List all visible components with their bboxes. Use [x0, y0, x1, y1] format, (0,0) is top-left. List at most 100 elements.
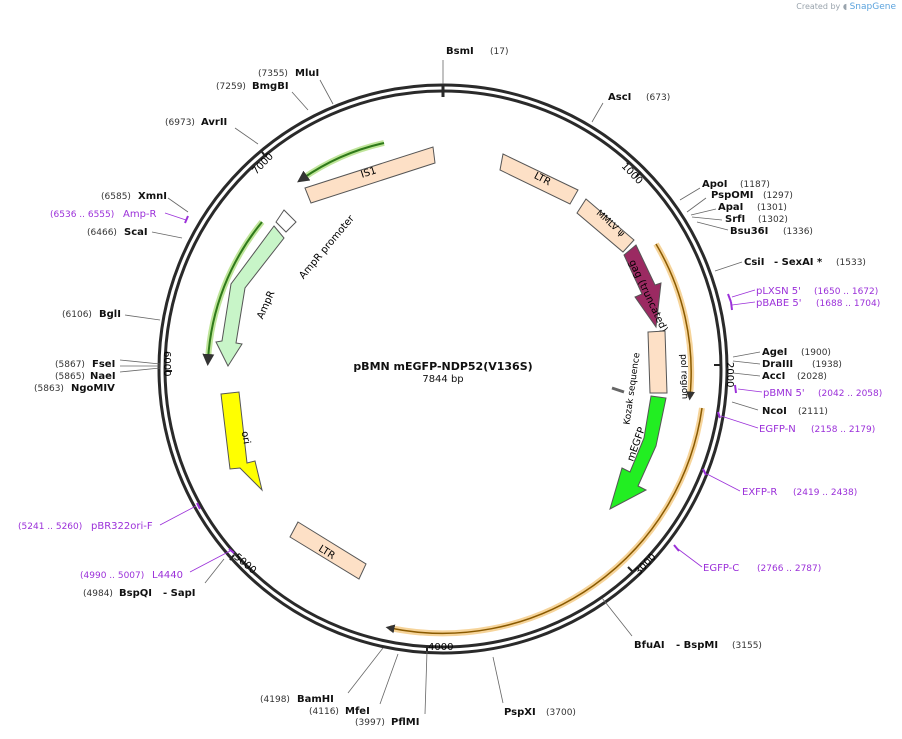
leader-mfei: [379, 653, 399, 705]
site-fsei-pos: (5867): [55, 360, 85, 370]
feature-mmlv-psi[interactable]: [576, 198, 635, 253]
feature-ampr[interactable]: [215, 225, 285, 368]
leader-ngomiv: [119, 367, 161, 373]
tick-label-4000: 4000: [428, 642, 453, 653]
site-bfuai-name: BfuAI: [634, 640, 665, 651]
feature-label-ori: ori: [239, 430, 252, 445]
primer-pbabe-range: (1688 .. 1704): [816, 299, 880, 309]
leader-l4440: [189, 550, 231, 573]
leader-ncoi: [731, 401, 759, 411]
site-apoi-name: ApoI: [702, 179, 728, 190]
primer-egfp-c-name: EGFP-C: [703, 563, 739, 574]
leader-pflmi: [424, 650, 428, 715]
site-acci-name: AccI: [762, 371, 785, 382]
site-bsu36i-pos: (1336): [783, 227, 813, 237]
feature-ori[interactable]: [220, 391, 263, 492]
tick-7000: [261, 151, 267, 158]
site-labels: BsmI (17) AscI (673) ApoI (1187) PspOMI …: [34, 46, 866, 728]
primer-mark-ampr: [184, 215, 189, 224]
credit-text: Created by: [796, 2, 841, 11]
primer-mark-plxsn: [727, 293, 732, 303]
site-naei-name: NaeI: [90, 371, 116, 382]
leader-plxsn: [731, 289, 756, 298]
site-acci-pos: (2028): [797, 372, 827, 382]
leader-bfuai: [601, 597, 633, 637]
arc-is1: [297, 142, 385, 183]
leader-agei: [732, 351, 761, 358]
site-draiii-pos: (1938): [812, 360, 842, 370]
leader-ampr-primer: [164, 212, 187, 221]
site-pspxi-pos: (3700): [546, 708, 576, 718]
tick-3000: [627, 566, 634, 573]
feature-label-ampr: AmpR: [255, 289, 277, 321]
leader-avrii: [234, 127, 259, 145]
region-arcs: [202, 140, 705, 637]
site-bamhi-pos: (4198): [260, 695, 290, 705]
tick-5000: [229, 554, 235, 561]
tick-1000: [635, 171, 642, 178]
site-ngomiv-name: NgoMIV: [71, 383, 115, 394]
site-pflmi-pos: (3997): [355, 718, 385, 728]
feature-kozak[interactable]: [611, 386, 625, 394]
primer-pbr322-range: (5241 .. 5260): [18, 522, 82, 532]
feature-pol-region[interactable]: [647, 330, 668, 394]
site-agei-name: AgeI: [762, 347, 787, 358]
primer-pbmn-range: (2042 .. 2058): [818, 389, 882, 399]
site-bspqi-name: BspQI: [119, 588, 152, 599]
primer-ampr-range: (6536 .. 6555): [50, 210, 114, 220]
site-srfi-name: SrfI: [725, 214, 745, 225]
leader-bgli: [124, 314, 161, 321]
site-bgli-pos: (6106): [62, 310, 92, 320]
site-bspmi-name: - BspMI: [676, 640, 718, 651]
site-mfei-pos: (4116): [309, 707, 339, 717]
site-sapi-name: - SapI: [163, 588, 195, 599]
plasmid-length: 7844 bp: [422, 374, 463, 385]
primer-plxsn-range: (1650 .. 1672): [814, 287, 878, 297]
site-bfuai-pos: (3155): [732, 641, 762, 651]
site-ncoi-pos: (2111): [798, 407, 828, 417]
leader-egfp-c: [677, 548, 703, 568]
feature-megfp[interactable]: [609, 395, 667, 510]
site-bsmi-name: BsmI: [446, 46, 474, 57]
primer-exfp-r-name: EXFP-R: [742, 487, 777, 498]
site-apai-name: ApaI: [718, 202, 743, 213]
leader-pbmn: [737, 388, 763, 393]
feature-label-pol-region: pol region: [678, 354, 690, 399]
leader-lines: [119, 60, 763, 715]
feature-ampr-promoter[interactable]: [275, 209, 297, 233]
tick-label-6000: 6000: [161, 351, 172, 376]
primer-pbmn-name: pBMN 5': [763, 388, 805, 399]
leader-pspxi: [492, 656, 504, 704]
site-fsei-name: FseI: [92, 359, 115, 370]
snapgene-credit: Created by ◖ SnapGene: [796, 2, 896, 12]
feature-gag-truncated[interactable]: [623, 244, 662, 329]
feature-label-kozak: Kozak sequence: [623, 352, 643, 426]
feature-ltr-bottom[interactable]: [289, 521, 367, 580]
arc-insert-2: [385, 407, 703, 635]
site-mfei-name: MfeI: [345, 706, 370, 717]
site-avrii-pos: (6973): [165, 118, 195, 128]
leader-pbr322: [159, 505, 197, 526]
site-naei-pos: (5865): [55, 372, 85, 382]
tick-label-2000: 2000: [724, 362, 735, 387]
primer-mark-egfp-c: [673, 544, 680, 552]
primer-l4440-range: (4990 .. 5007): [80, 571, 144, 581]
feature-label-ampr-promoter: AmpR promoter: [297, 213, 357, 282]
leader-srfi: [691, 216, 723, 221]
site-xmni-pos: (6585): [101, 192, 131, 202]
leader-mlui: [319, 79, 334, 105]
feature-is1[interactable]: [304, 146, 436, 204]
leader-draiii: [732, 360, 761, 365]
site-xmni-name: XmnI: [138, 191, 167, 202]
primer-l4440-name: L4440: [152, 570, 183, 581]
primer-marks: [184, 215, 737, 554]
primer-plxsn-name: pLXSN 5': [756, 286, 801, 297]
site-sexai-name: - SexAI *: [774, 257, 823, 268]
site-bspqi-pos: (4984): [83, 589, 113, 599]
feature-ltr-top[interactable]: [499, 153, 579, 205]
tick-label-3000: 3000: [633, 552, 659, 578]
snapgene-logo-icon: ◖: [842, 2, 848, 11]
site-scai-pos: (6466): [87, 228, 117, 238]
site-pspomi-pos: (1297): [763, 191, 793, 201]
